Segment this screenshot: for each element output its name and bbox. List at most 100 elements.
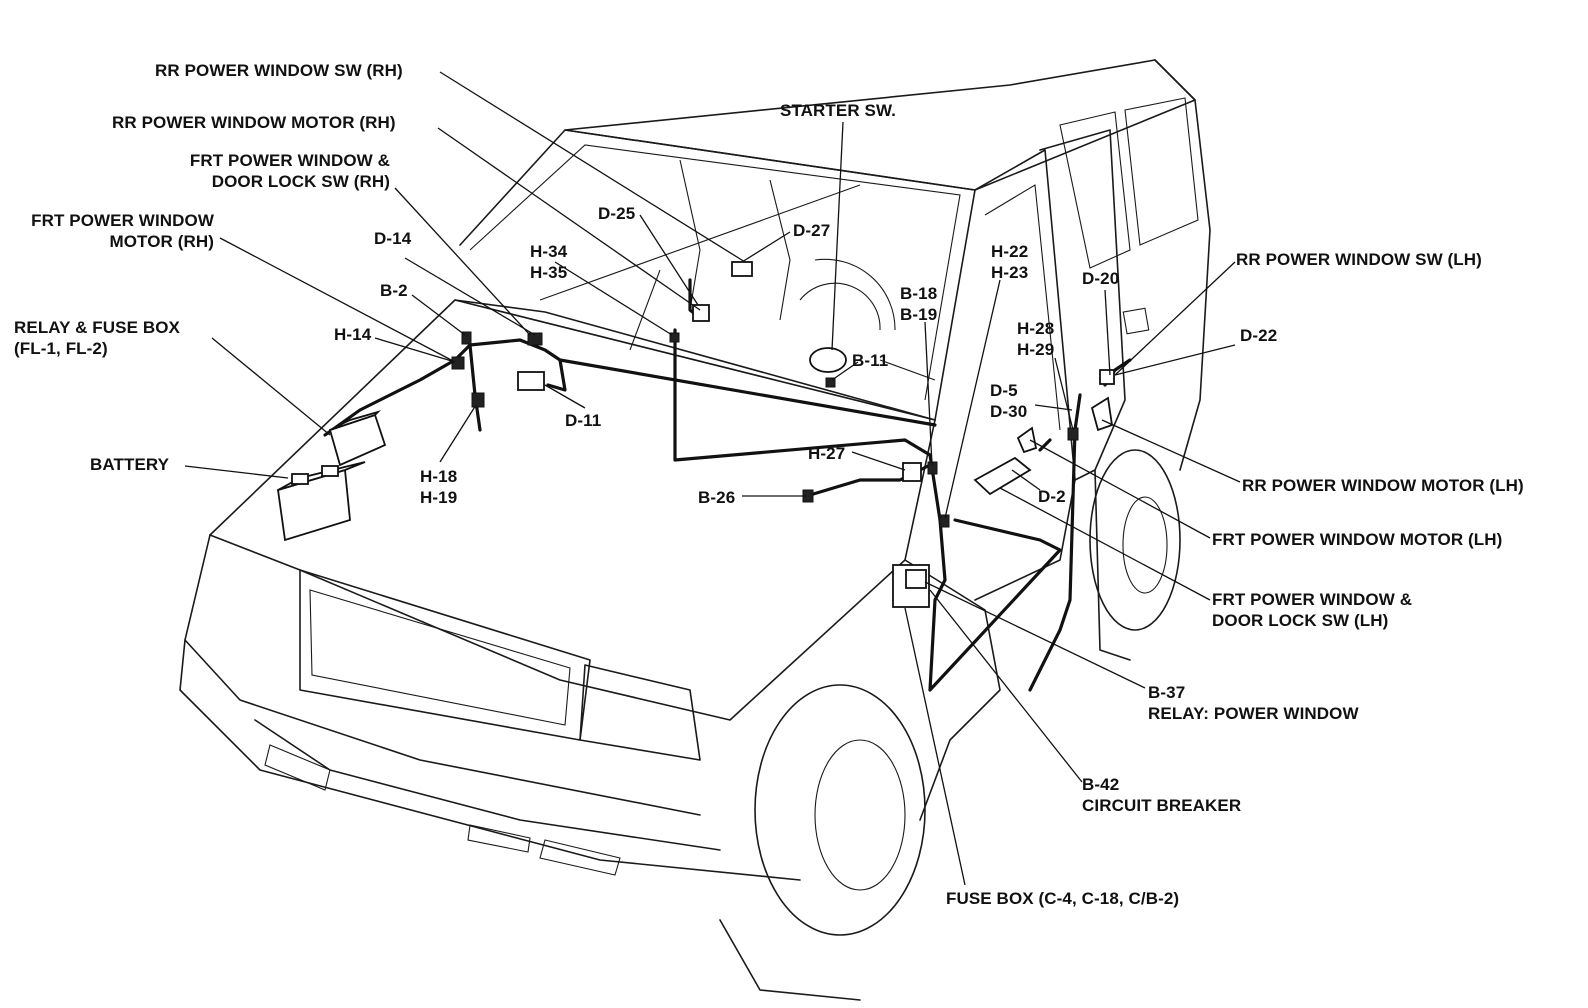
label-text: FRT POWER WINDOW MOTOR (LH) [1212, 530, 1503, 549]
connector-d25 [692, 304, 710, 322]
label-text: FRT POWER WINDOW [31, 211, 214, 230]
label-text: H-23 [991, 263, 1029, 282]
rr-window-switch-lh-icon [1099, 369, 1115, 385]
connector-d11 [517, 371, 545, 391]
leader-lines [184, 71, 1241, 886]
label-text: B-42 [1082, 775, 1120, 794]
connector-h22 [939, 514, 950, 528]
label-d20: D-20 [1082, 268, 1119, 289]
label-d25: D-25 [598, 203, 635, 224]
label-frt-power-window-motor-rh: FRT POWER WINDOW MOTOR (RH) [2, 210, 214, 252]
label-rr-power-window-motor-lh: RR POWER WINDOW MOTOR (LH) [1242, 475, 1524, 496]
label-b37-relay-power-window: B-37 RELAY: POWER WINDOW [1148, 682, 1359, 724]
label-text: RR POWER WINDOW SW (LH) [1236, 250, 1482, 269]
label-h14: H-14 [334, 324, 371, 345]
label-text: B-26 [698, 488, 736, 507]
label-text: B-11 [852, 351, 889, 370]
rr-window-motor-lh-icon [1090, 396, 1113, 432]
connector-h14 [451, 356, 465, 370]
label-text: STARTER SW. [780, 101, 897, 120]
label-frt-power-window-motor-lh: FRT POWER WINDOW MOTOR (LH) [1212, 529, 1502, 550]
label-text: D-22 [1240, 326, 1278, 345]
label-b11: B-11 [852, 350, 888, 371]
label-text: RR POWER WINDOW SW (RH) [155, 61, 403, 80]
label-text: RELAY: POWER WINDOW [1148, 704, 1359, 723]
label-text: H-22 [991, 242, 1029, 261]
label-text: D-30 [990, 402, 1028, 421]
label-b2: B-2 [380, 280, 408, 301]
label-h34-h35: H-34 H-35 [530, 241, 567, 283]
label-text: H-28 [1017, 319, 1055, 338]
label-text: H-19 [420, 488, 458, 507]
relay-fuse-box-icon [328, 410, 387, 467]
label-b42-circuit-breaker: B-42 CIRCUIT BREAKER [1082, 774, 1241, 816]
connector-h18 [471, 392, 485, 408]
label-text: H-18 [420, 467, 458, 486]
label-h22-h23: H-22 H-23 [991, 241, 1028, 283]
components [277, 261, 1115, 608]
label-text: H-27 [808, 444, 846, 463]
label-h18-h19: H-18 H-19 [420, 466, 457, 508]
connector-h27 [902, 462, 922, 482]
label-text: D-20 [1082, 269, 1120, 288]
label-text: DOOR LOCK SW (RH) [211, 172, 390, 191]
connector-b2 [461, 331, 472, 345]
wiring-harness [323, 278, 1132, 692]
label-relay-fuse-box: RELAY & FUSE BOX (FL-1, FL-2) [14, 317, 180, 359]
label-text: RR POWER WINDOW MOTOR (RH) [112, 113, 396, 132]
label-text: H-29 [1017, 340, 1055, 359]
label-text: DOOR LOCK SW (LH) [1212, 611, 1389, 630]
label-frt-power-window-door-lock-sw-rh: FRT POWER WINDOW & DOOR LOCK SW (RH) [160, 150, 390, 192]
label-text: (FL-1, FL-2) [14, 339, 108, 358]
label-text: H-35 [530, 263, 568, 282]
label-text: D-25 [598, 204, 636, 223]
relay-b37-icon [905, 569, 927, 589]
label-fuse-box: FUSE BOX (C-4, C-18, C/B-2) [946, 888, 1179, 909]
connector-b11 [825, 377, 836, 388]
truck-body-outline [179, 59, 1211, 1001]
label-text: MOTOR (RH) [109, 232, 214, 251]
label-text: FRT POWER WINDOW & [189, 151, 390, 170]
label-text: H-34 [530, 242, 568, 261]
label-text: D-11 [565, 411, 602, 430]
label-text: RR POWER WINDOW MOTOR (LH) [1242, 476, 1524, 495]
label-text: B-18 [900, 284, 938, 303]
connector-h34 [669, 332, 680, 343]
label-text: B-19 [900, 305, 938, 324]
label-text: CIRCUIT BREAKER [1082, 796, 1242, 815]
label-d11: D-11 [565, 410, 601, 431]
frt-window-motor-lh-icon [1016, 426, 1038, 454]
label-text: FUSE BOX (C-4, C-18, C/B-2) [946, 889, 1180, 908]
label-text: B-37 [1148, 683, 1186, 702]
label-d14: D-14 [374, 228, 411, 249]
label-b26: B-26 [698, 487, 735, 508]
label-rr-power-window-sw-rh: RR POWER WINDOW SW (RH) [155, 60, 403, 81]
label-frt-power-window-door-lock-sw-lh: FRT POWER WINDOW & DOOR LOCK SW (LH) [1212, 589, 1412, 631]
label-text: D-27 [793, 221, 831, 240]
label-text: D-2 [1038, 487, 1066, 506]
label-d27: D-27 [793, 220, 830, 241]
label-starter-sw: STARTER SW. [780, 100, 896, 121]
label-d2: D-2 [1038, 486, 1066, 507]
connector-d27 [731, 261, 753, 277]
label-text: H-14 [334, 325, 372, 344]
label-text: BATTERY [90, 455, 170, 474]
label-text: B-2 [380, 281, 408, 300]
connector-d14 [527, 332, 543, 346]
label-d5-d30: D-5 D-30 [990, 380, 1027, 422]
frt-door-lock-switch-lh-icon [973, 456, 1032, 496]
label-text: D-14 [374, 229, 412, 248]
label-rr-power-window-motor-rh: RR POWER WINDOW MOTOR (RH) [112, 112, 396, 133]
label-text: FRT POWER WINDOW & [1212, 590, 1413, 609]
label-rr-power-window-sw-lh: RR POWER WINDOW SW (LH) [1236, 249, 1482, 270]
starter-switch-icon [809, 347, 847, 373]
label-text: RELAY & FUSE BOX [14, 318, 180, 337]
label-b18-b19: B-18 B-19 [900, 283, 937, 325]
battery-icon [277, 461, 366, 542]
label-h28-h29: H-28 H-29 [1017, 318, 1054, 360]
label-text: D-5 [990, 381, 1018, 400]
label-d22: D-22 [1240, 325, 1277, 346]
label-battery: BATTERY [90, 454, 169, 475]
label-h27: H-27 [808, 443, 845, 464]
